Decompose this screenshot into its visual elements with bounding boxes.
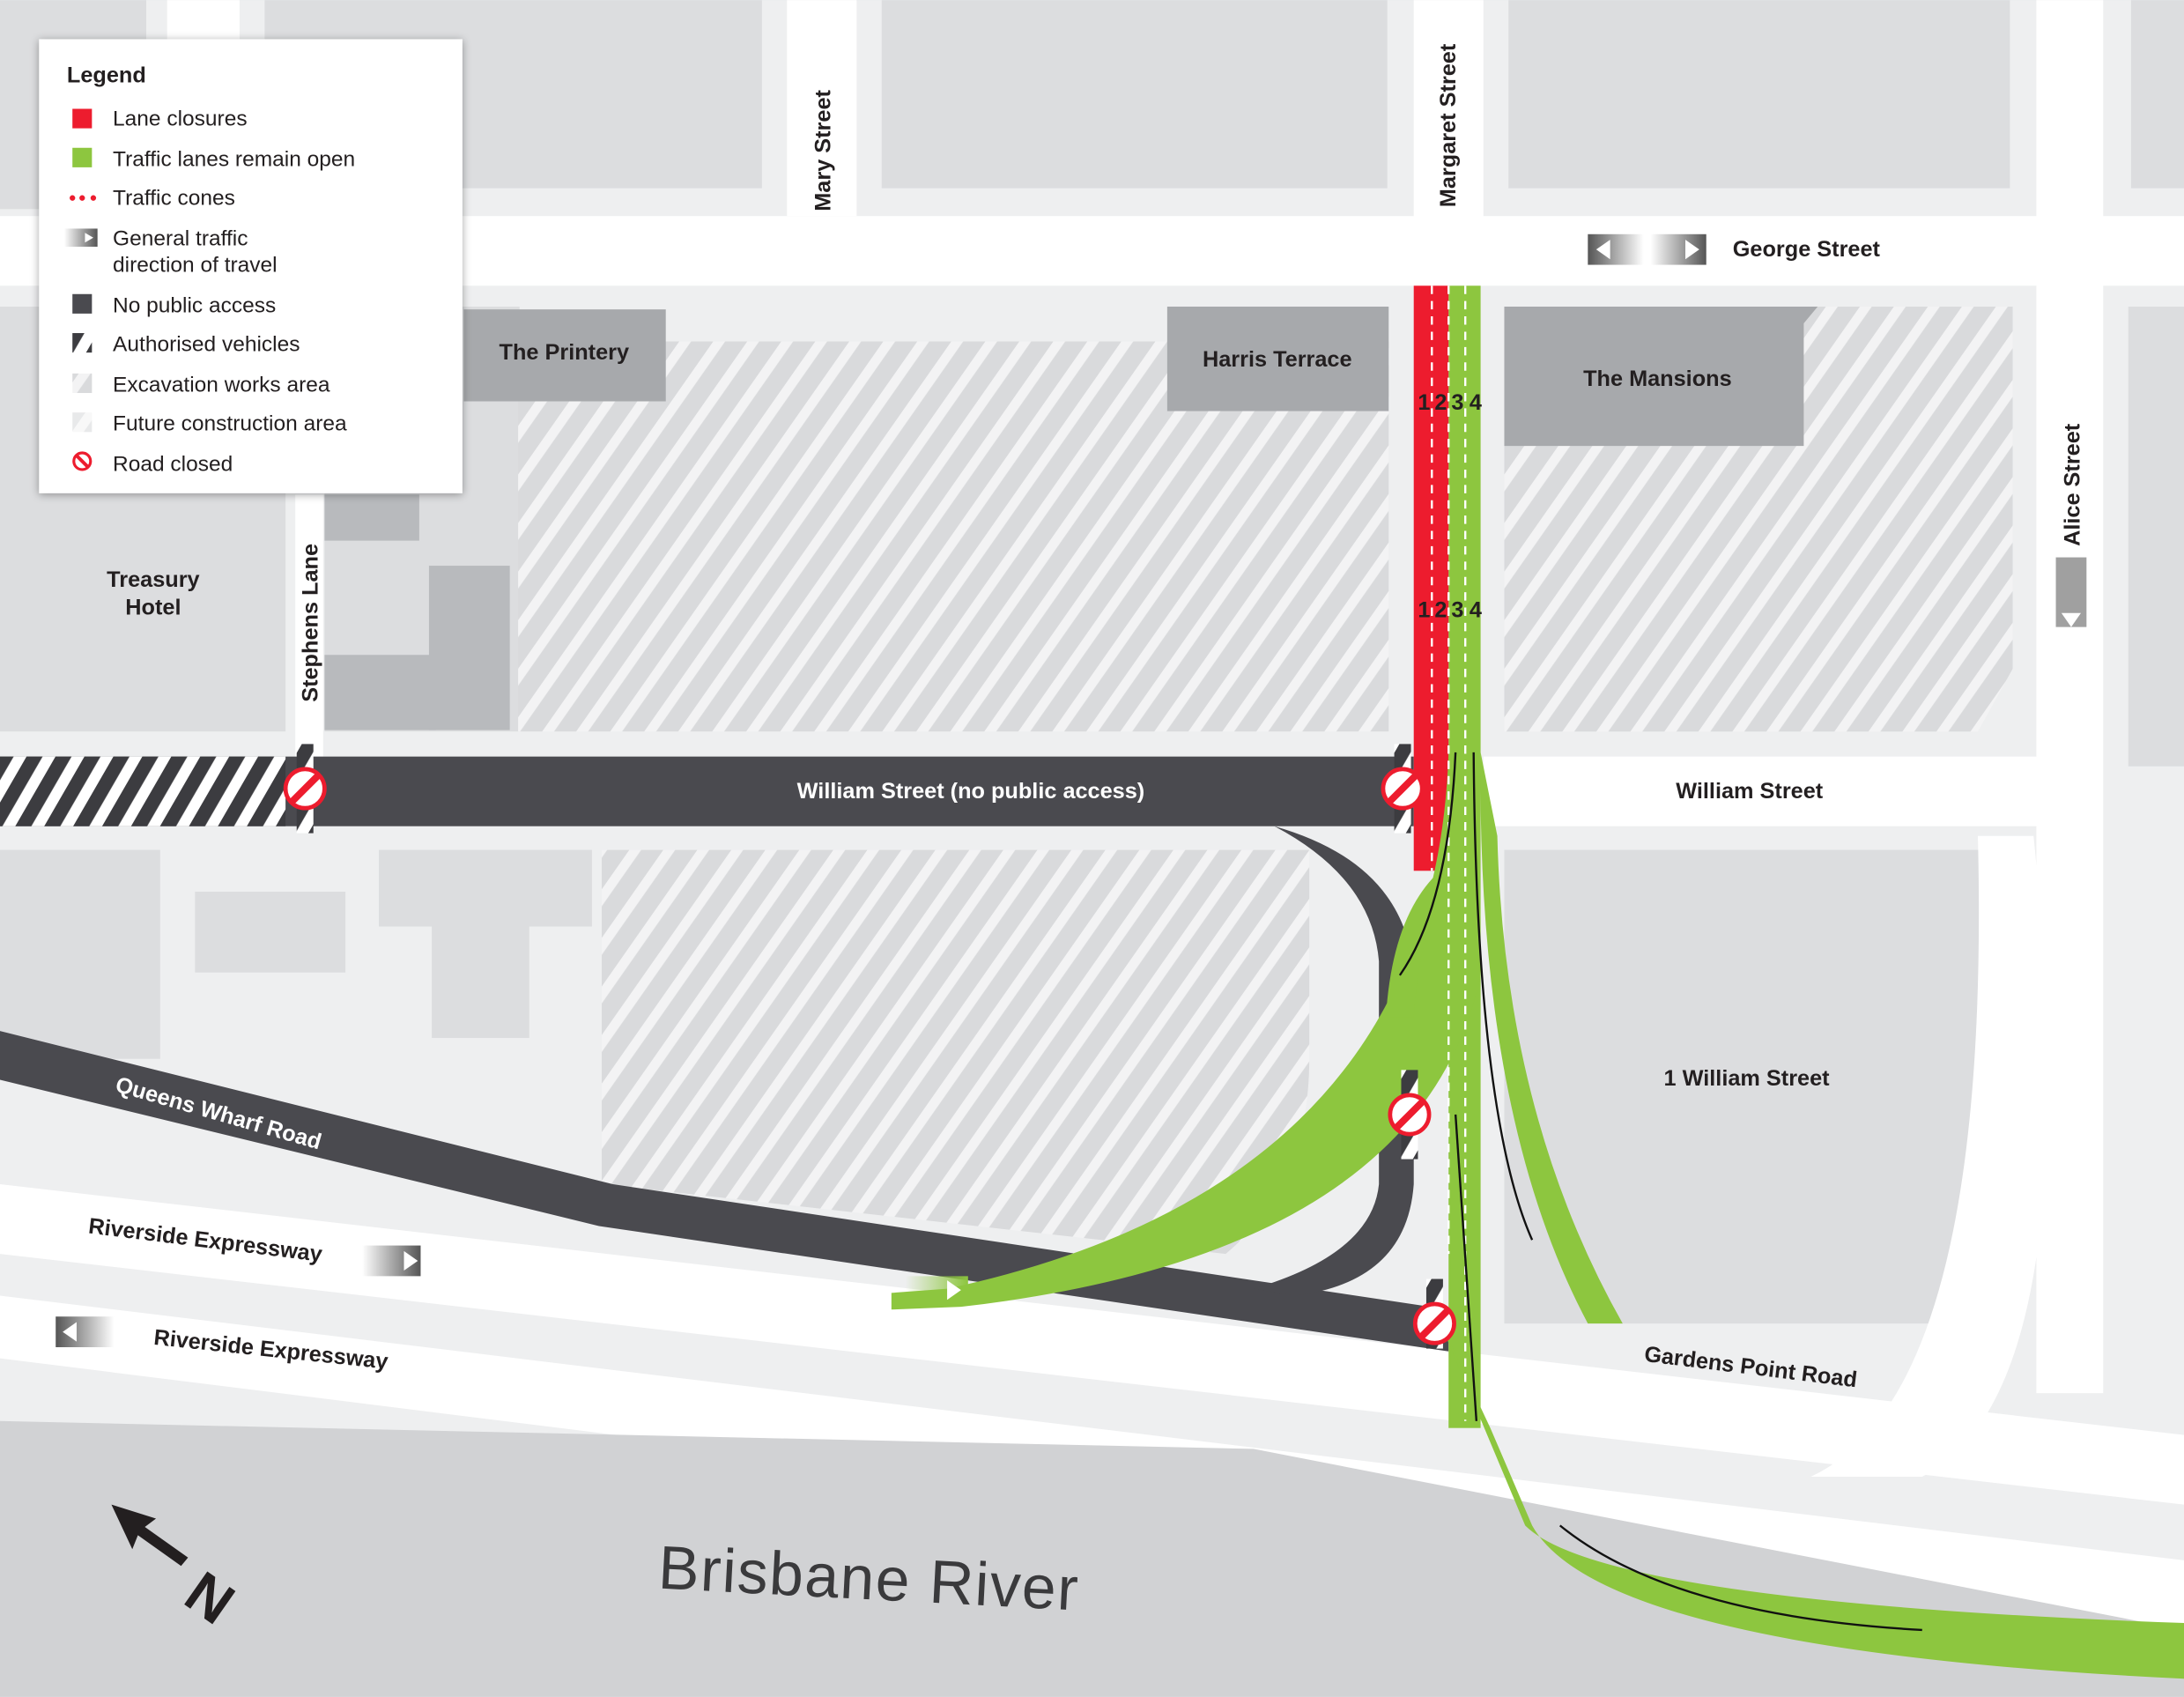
direction-arrows: [56, 233, 2087, 1347]
legend: Legend Lane closures Traffic lanes remai…: [39, 39, 463, 493]
building-harris-terrace: Harris Terrace: [1203, 347, 1352, 372]
authorised-vehicles-icon: [72, 333, 93, 353]
svg-text:direction of travel: direction of travel: [113, 253, 278, 277]
svg-text:3: 3: [1451, 598, 1463, 623]
authorised-vehicles-strip: [0, 756, 286, 826]
building-printery: The Printery: [500, 340, 630, 365]
lane-closure-icon: [72, 108, 93, 129]
road-closed-icon: [72, 451, 93, 471]
legend-title: Legend: [67, 63, 146, 87]
svg-text:No public access: No public access: [113, 293, 276, 317]
street-stephens: Stephens Lane: [298, 544, 322, 702]
svg-text:1: 1: [1418, 390, 1430, 415]
river: [0, 1420, 2184, 1697]
building-mansions: The Mansions: [1583, 367, 1732, 391]
svg-text:4: 4: [1470, 598, 1482, 623]
svg-text:Traffic cones: Traffic cones: [113, 187, 235, 211]
buildings: [463, 306, 1818, 447]
svg-text:4: 4: [1470, 390, 1482, 415]
street-william-closed: William Street (no public access): [797, 779, 1145, 804]
excavation-icon: [72, 373, 93, 394]
svg-text:Road closed: Road closed: [113, 453, 233, 477]
direction-icon: [63, 228, 98, 248]
street-george: George Street: [1733, 237, 1881, 262]
building-treasury-2: Hotel: [125, 595, 181, 619]
street-mary: Mary Street: [811, 89, 835, 211]
svg-text:Excavation works area: Excavation works area: [113, 373, 330, 396]
svg-text:Authorised vehicles: Authorised vehicles: [113, 333, 300, 357]
svg-text:Future construction area: Future construction area: [113, 412, 347, 436]
svg-text:2: 2: [1434, 390, 1447, 415]
excavation-area-south: [601, 849, 1310, 1255]
street-margaret: Margaret Street: [1436, 43, 1461, 207]
svg-text:Traffic lanes remain open: Traffic lanes remain open: [113, 147, 355, 171]
street-william: William Street: [1676, 779, 1824, 804]
road-closed-signs: [283, 744, 1456, 1349]
open-lane-icon: [72, 147, 93, 167]
traffic-cones-icon: [70, 195, 97, 201]
street-alice: Alice Street: [2060, 423, 2084, 546]
svg-text:3: 3: [1451, 390, 1463, 415]
future-construction-icon: [72, 412, 93, 433]
svg-text:1: 1: [1418, 598, 1430, 623]
building-treasury: Treasury: [107, 567, 199, 592]
svg-text:2: 2: [1434, 598, 1447, 623]
svg-text:General traffic: General traffic: [113, 226, 248, 250]
no-access-icon: [72, 293, 93, 314]
svg-text:Lane closures: Lane closures: [113, 107, 248, 130]
building-1-william: 1 William Street: [1664, 1066, 1831, 1091]
